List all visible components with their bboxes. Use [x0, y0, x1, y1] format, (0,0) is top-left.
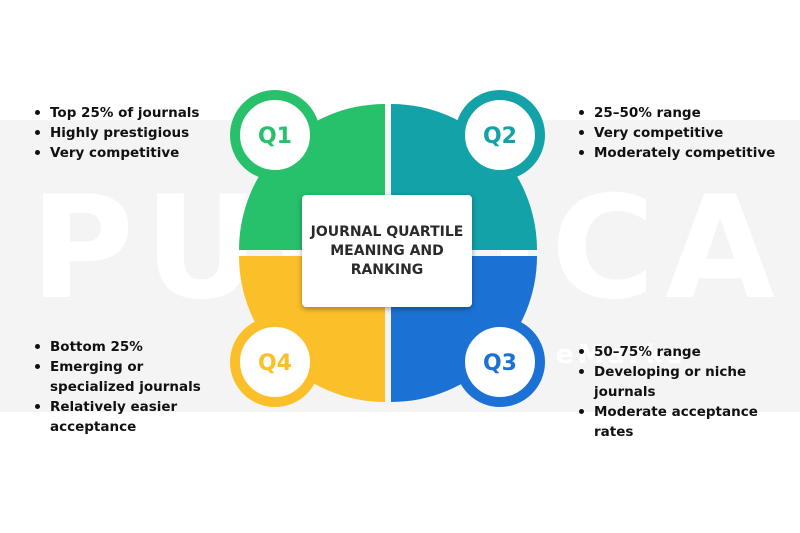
quadrant-q4-badge: [230, 317, 320, 407]
quadrant-q3-label: Q3: [483, 351, 517, 376]
q4-point: Relatively easier acceptance: [32, 397, 232, 437]
quadrant-q1-label: Q1: [258, 124, 292, 149]
q1-description-list: Top 25% of journals Highly prestigious V…: [32, 103, 232, 163]
q4-point: Emerging or specialized journals: [32, 357, 232, 397]
q3-point: Moderate acceptance rates: [576, 402, 776, 442]
q3-point: Developing or niche journals: [576, 362, 776, 402]
q2-point: Very competitive: [576, 123, 791, 143]
q2-point: 25–50% range: [576, 103, 791, 123]
q2-point: Moderately competitive: [576, 143, 791, 163]
q3-description-list: 50–75% range Developing or niche journal…: [576, 342, 776, 442]
quadrant-q1-badge: [230, 90, 320, 180]
q3-point: 50–75% range: [576, 342, 776, 362]
quadrant-q4-label: Q4: [258, 351, 292, 376]
quadrant-q3-badge: [455, 317, 545, 407]
quadrant-q2-badge: [455, 90, 545, 180]
q1-point: Very competitive: [32, 143, 232, 163]
q1-point: Highly prestigious: [32, 123, 232, 143]
watermark-subtext: eMarks: [556, 340, 687, 370]
q4-point: Bottom 25%: [32, 337, 232, 357]
diagram-title-box: JOURNAL QUARTILE MEANING AND RANKING: [302, 195, 472, 307]
q4-description-list: Bottom 25% Emerging or specialized journ…: [32, 337, 232, 437]
q1-point: Top 25% of journals: [32, 103, 232, 123]
q2-description-list: 25–50% range Very competitive Moderately…: [576, 103, 791, 163]
diagram-title: JOURNAL QUARTILE MEANING AND RANKING: [310, 223, 464, 278]
quadrant-q2-label: Q2: [483, 124, 517, 149]
